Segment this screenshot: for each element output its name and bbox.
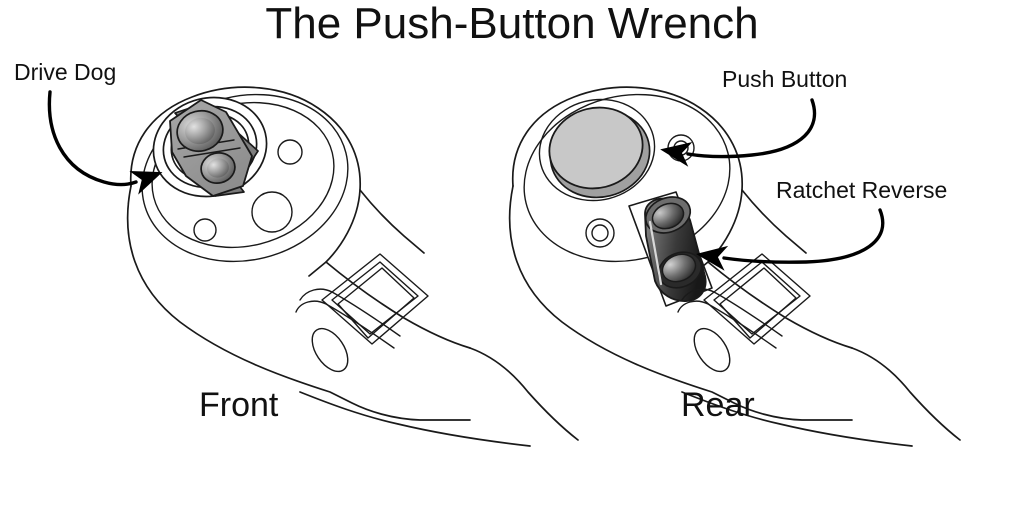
front-boss-body-2 [295, 300, 395, 349]
rear-head-outline [511, 86, 743, 277]
drive-dog-label: Drive Dog [14, 59, 116, 85]
front-neck-top [325, 261, 471, 349]
reverse-lever-highlight [648, 220, 663, 286]
rear-neck-top [707, 261, 853, 349]
rear-pin-detail-upper [667, 134, 695, 162]
drive-dog-step-edge-2 [183, 147, 241, 158]
drive-dog-hole-upper-inner [185, 117, 215, 145]
rear-pin-outer-ring-2 [585, 218, 615, 248]
reverse-lever-lower-recess [661, 253, 697, 283]
rear-pivot-pin [693, 327, 731, 373]
front-wrench [126, 86, 579, 447]
ratchet-reverse-leader-line [696, 208, 885, 271]
annotation-ratchet-reverse: Ratchet Reverse [696, 177, 947, 271]
drive-dog [169, 99, 259, 197]
rear-handle-lower-edge [681, 391, 913, 447]
front-handle-outline [126, 185, 471, 421]
rear-pin-detail-lower [585, 218, 615, 248]
rear-neck-taper [851, 347, 961, 441]
front-handle-lower-edge [299, 391, 531, 447]
push-button-bezel [538, 98, 656, 202]
front-shoulder-right [359, 189, 425, 254]
annotation-drive-dog: Drive Dog [14, 59, 163, 195]
front-view-caption: Front [199, 386, 279, 424]
rear-pin-inner-ring [673, 140, 689, 156]
push-button-leader-line [660, 98, 817, 167]
rear-bezel-outer [523, 93, 731, 263]
rear-pin-outer-ring [667, 134, 695, 162]
front-face-hole-small-top [277, 139, 303, 165]
push-button-cap[interactable] [541, 98, 652, 198]
drive-dog-leader-line [47, 90, 163, 195]
drive-dog-hole-lower-inner [207, 158, 229, 178]
rear-pad-outer [703, 253, 811, 345]
reverse-lever-top-recess [651, 202, 685, 230]
front-pad-outer [321, 253, 429, 345]
ratchet-reverse-label: Ratchet Reverse [776, 177, 947, 203]
front-head-outline [129, 86, 361, 277]
annotation-push-button: Push Button [660, 66, 847, 167]
rear-pad-inner-shadow [719, 267, 797, 339]
push-button-label: Push Button [722, 66, 847, 92]
front-face-hole-small-left [193, 218, 217, 242]
ratchet-reverse-lever[interactable] [628, 191, 713, 307]
rear-pin-inner-ring-2 [591, 224, 609, 242]
rear-handle-outline [508, 185, 853, 421]
rear-shoulder-right [741, 189, 807, 254]
rear-boss-body [681, 288, 783, 337]
rear-pivot-boss [677, 288, 783, 373]
front-pivot-pin [311, 327, 349, 373]
rear-view-caption: Rear [681, 386, 755, 424]
push-button[interactable] [529, 87, 666, 212]
front-boss-body [299, 288, 401, 337]
rear-boss-body-2 [677, 300, 777, 349]
front-neck-taper [469, 347, 579, 441]
front-face-hole-large [251, 191, 293, 233]
page-title: The Push-Button Wrench [265, 0, 758, 48]
front-pad-inner-shadow [337, 267, 415, 339]
rear-wrench [508, 86, 961, 447]
front-pivot-boss [295, 288, 401, 373]
